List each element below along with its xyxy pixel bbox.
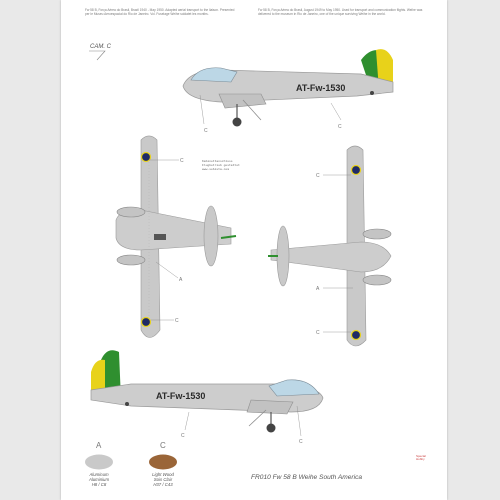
stencil-note: Kabinettanschluss Flugbetrieb gestattet … [202, 160, 240, 171]
bottom-view-right: C A C [268, 145, 392, 347]
instruction-sheet: Fw 58 B, Força Aérea do Brasil, Brazil 1… [61, 0, 447, 500]
svg-text:C: C [180, 158, 184, 164]
canopy-side [190, 67, 238, 83]
svg-text:C: C [204, 128, 208, 134]
legend-label-c: Light Wood Sois Clair H37 / C43 [152, 472, 174, 488]
swatch-aluminum [85, 454, 113, 470]
intro-text-left: Fw 58 B, Força Aérea do Brasil, Brazil 1… [85, 8, 235, 17]
main-wheel-bottom [266, 423, 276, 433]
main-wheel-top [232, 117, 242, 127]
aircraft-code-bottom: AT-Fw-1530 [156, 391, 205, 401]
svg-text:C: C [175, 318, 179, 324]
svg-text:C: C [181, 433, 185, 439]
side-profile-bottom: AT-Fw-1530 C C [90, 350, 324, 445]
svg-text:C: C [299, 439, 303, 445]
camouflage-label: CAM. C [90, 44, 111, 50]
legend-letter-c: C [160, 441, 166, 450]
svg-text:C: C [316, 330, 320, 336]
svg-text:C: C [316, 173, 320, 179]
aircraft-drawings: AT-Fw-1530 C C [85, 49, 394, 470]
brand-logo: Special Hobby [416, 454, 426, 462]
legend-label-a: Aluminum Aluminium H8 / C8 [88, 472, 110, 488]
svg-text:C: C [338, 124, 342, 130]
aircraft-code-top: AT-Fw-1530 [296, 83, 345, 93]
intro-text-right: Fw 58 B, Força Aérea do Brasil, August 1… [258, 8, 423, 17]
side-profile-top: AT-Fw-1530 C C [182, 49, 394, 134]
swatch-light-wood [149, 454, 177, 470]
svg-text:A: A [179, 277, 183, 283]
sheet-title: FR010 Fw 58 B Weihe South America [251, 474, 363, 481]
svg-text:A: A [316, 286, 320, 292]
legend-letter-a: A [96, 441, 102, 450]
top-view-left: C A C [115, 135, 237, 338]
